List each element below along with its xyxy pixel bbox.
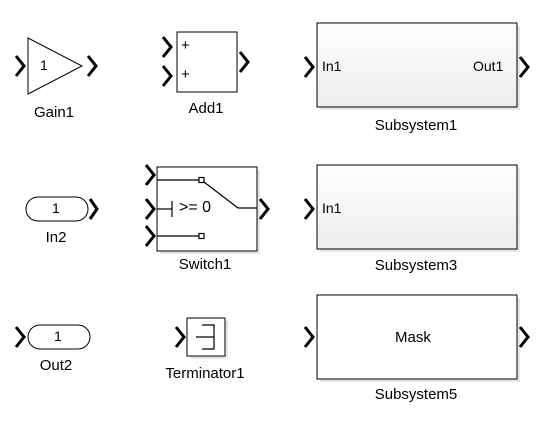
switch1-input-port-3[interactable] xyxy=(144,225,156,247)
subsystem3-block[interactable] xyxy=(303,164,520,252)
subsystem1-output-port[interactable] xyxy=(518,56,530,78)
subsystem1-body xyxy=(316,22,518,108)
add1-input-port-1[interactable] xyxy=(161,36,173,58)
subsystem3-label: Subsystem3 xyxy=(374,257,458,274)
subsystem5-mask-text: Mask xyxy=(395,329,431,346)
out2-block[interactable] xyxy=(14,324,91,350)
switch1-input-port-1[interactable] xyxy=(144,164,156,186)
in2-value: 1 xyxy=(52,200,60,216)
subsystem1-input-port[interactable] xyxy=(303,56,315,78)
out2-body xyxy=(27,324,91,350)
subsystem3-input-port[interactable] xyxy=(303,198,315,220)
in2-body xyxy=(25,196,89,222)
subsystem5-block[interactable] xyxy=(303,294,530,382)
out2-label: Out2 xyxy=(39,357,73,374)
subsystem1-label: Subsystem1 xyxy=(374,117,458,134)
terminator1-block[interactable] xyxy=(174,317,228,359)
add1-sign-2: + xyxy=(181,66,190,83)
subsystem5-body xyxy=(316,294,518,380)
switch1-criteria: >= 0 xyxy=(179,199,212,216)
switch1-output-port[interactable] xyxy=(258,198,270,220)
add1-input-port-2[interactable] xyxy=(161,65,173,87)
switch1-block[interactable] xyxy=(144,164,270,254)
out2-input-port[interactable] xyxy=(14,326,26,348)
terminator1-label: Terminator1 xyxy=(165,365,245,382)
subsystem5-input-port[interactable] xyxy=(303,326,315,348)
gain1-output-port[interactable] xyxy=(86,55,98,77)
in2-label: In2 xyxy=(45,229,67,246)
gain1-value: 1 xyxy=(40,57,48,73)
add1-block[interactable] xyxy=(161,31,250,93)
subsystem3-in-port-label: In1 xyxy=(322,200,342,216)
switch1-input-port-2[interactable] xyxy=(144,198,156,220)
terminator-icon xyxy=(196,324,215,350)
add1-sign-1: + xyxy=(181,37,190,54)
out2-value: 1 xyxy=(54,328,62,344)
switch1-contact-icon xyxy=(157,176,257,240)
gain1-input-port[interactable] xyxy=(14,55,26,77)
add1-label: Add1 xyxy=(188,100,224,117)
subsystem1-in-port-label: In1 xyxy=(322,58,342,74)
subsystem5-label: Subsystem5 xyxy=(374,386,458,403)
subsystem3-body xyxy=(316,164,518,250)
add1-body xyxy=(176,31,238,93)
in2-block[interactable] xyxy=(25,196,99,222)
gain1-triangle xyxy=(27,37,84,95)
switch1-label: Switch1 xyxy=(178,256,232,273)
add1-output-port[interactable] xyxy=(238,51,250,73)
gain1-label: Gain1 xyxy=(33,104,75,121)
gain1-block[interactable] xyxy=(14,37,98,95)
in2-output-port[interactable] xyxy=(88,198,99,220)
subsystem1-block[interactable] xyxy=(303,22,530,110)
subsystem1-out-port-label: Out1 xyxy=(473,58,504,74)
subsystem5-output-port[interactable] xyxy=(518,326,530,348)
terminator1-input-port[interactable] xyxy=(174,326,186,348)
